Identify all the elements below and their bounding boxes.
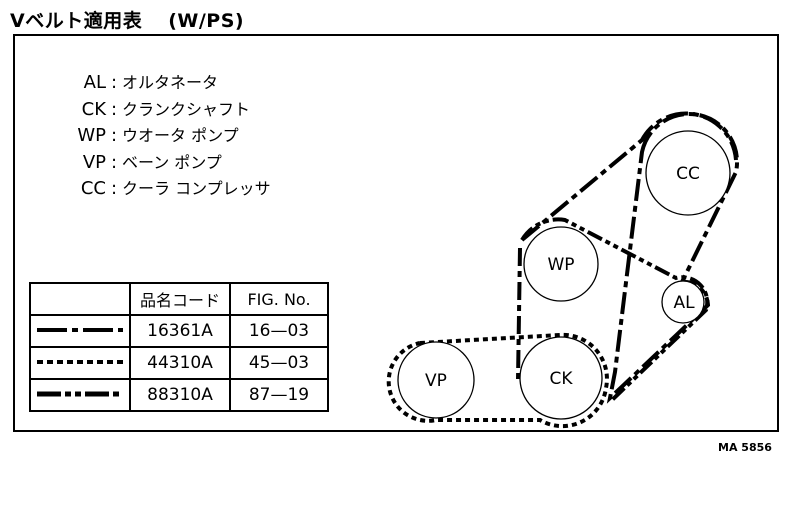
pulley-label-wp: WP [547,255,574,275]
legend-abbr: AL [83,72,106,93]
legend-row-al: AL:オルタネータ [62,70,271,97]
table-row: 16361A 16—03 [29,314,329,348]
figure-code: MA 5856 [718,441,772,454]
page-title: Vベルト適用表 (W/PS) [10,6,244,33]
legend-abbr: CC [80,178,106,199]
legend-desc: ウオータ ポンプ [122,126,239,145]
legend-colon: : [110,72,118,93]
header-fig-no: FIG. No. [229,282,329,316]
line-style-dash-dot [29,314,131,348]
part-code: 88310A [129,378,231,412]
legend-colon: : [110,98,118,120]
belt-wp-ck [516,247,522,381]
title-subtitle: (W/PS) [168,10,245,32]
legend-desc: ベーン ポンプ [122,152,222,172]
legend-colon: : [110,178,118,199]
pulley-vp [397,341,475,419]
pulley-wp [523,226,599,302]
belt-44310a [386,332,609,429]
legend-colon: : [110,125,118,146]
fig-no: 87—19 [229,378,329,412]
legend-abbr: CK [81,98,106,120]
legend-row-cc: CC:クーラ コンプレッサ [62,176,271,203]
diagram-frame [13,34,779,432]
title-text: Vベルト適用表 [10,10,143,32]
part-code: 16361A [129,314,231,348]
belt-table: 品名コード FIG. No. 16361A 16—03 44310A 45—03… [29,282,329,412]
legend-desc: クーラ コンプレッサ [122,179,271,198]
pulley-cc [645,130,731,216]
header-part-code: 品名コード [129,282,231,316]
legend-abbr: WP [77,125,106,146]
dash-dot-dot-sample [37,391,123,397]
dash-dot-sample [37,328,123,332]
fig-no: 16—03 [229,314,329,348]
legend-colon: : [110,151,118,173]
legend-desc: オルタネータ [122,73,219,92]
table-row: 44310A 45—03 [29,346,329,380]
legend-row-ck: CK:クランクシャフト [62,97,271,124]
abbreviation-legend: AL:オルタネータ CK:クランクシャフト WP:ウオータ ポンプ VP:ベーン… [62,70,271,203]
belt-main-outer [520,111,738,242]
pulley-label-ck: CK [549,369,573,389]
part-code: 44310A [129,346,231,380]
legend-desc: クランクシャフト [122,99,251,119]
fig-no: 45—03 [229,346,329,380]
line-style-dash-dot-dot [29,378,131,412]
header-line-style [29,282,131,316]
legend-row-wp: WP:ウオータ ポンプ [62,123,271,150]
pulley-label-vp: VP [425,371,447,391]
legend-row-vp: VP:ベーン ポンプ [62,150,271,177]
legend-abbr: VP [82,151,106,173]
table-row: 88310A 87—19 [29,378,329,412]
dotted-sample [37,360,123,364]
pulley-label-cc: CC [676,164,700,184]
belt-table-header: 品名コード FIG. No. [29,282,329,316]
pulley-label-al: AL [673,293,695,313]
pulley-al [661,280,705,324]
pulley-ck [519,336,603,420]
line-style-dotted [29,346,131,380]
